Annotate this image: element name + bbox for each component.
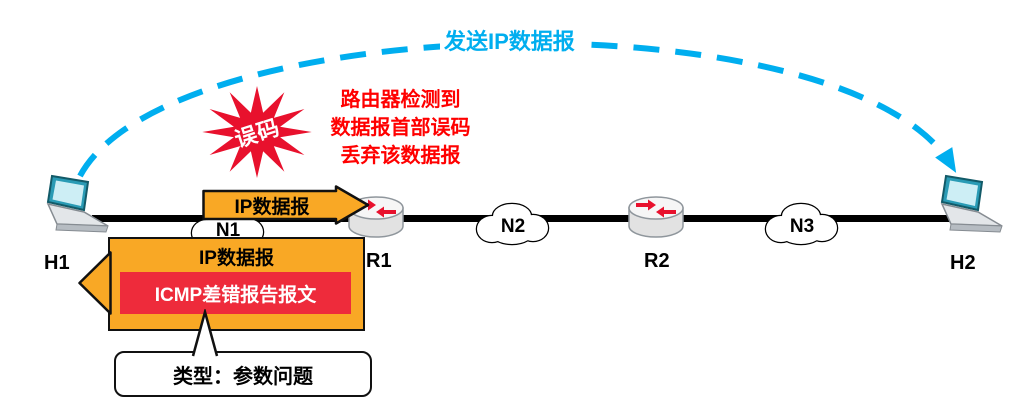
- router-icon: [628, 196, 684, 238]
- cloud-icon: [764, 202, 839, 246]
- callout-tail: [191, 309, 219, 357]
- left-arrow-icon: [78, 251, 112, 315]
- network-label-n3: N3: [789, 216, 815, 237]
- ip-datagram-arrow-box: IP数据报: [202, 185, 370, 225]
- bit-error-label: 误码: [231, 114, 284, 153]
- router-label-r2: R2: [644, 250, 670, 272]
- laptop-icon: [940, 174, 1003, 233]
- network-cloud-n3: N3: [764, 202, 840, 248]
- host-h2: [934, 172, 1008, 240]
- icmp-type-callout: 类型：参数问题: [114, 351, 372, 397]
- error-note-line3: 丢弃该数据报: [340, 145, 461, 167]
- host-label-h2: H2: [950, 252, 976, 274]
- network-cloud-n2: N2: [475, 202, 551, 248]
- right-arrow-shape: [202, 185, 370, 225]
- ip-datagram-label: IP数据报: [234, 196, 310, 218]
- router-label-r1: R1: [366, 250, 392, 272]
- router-r2: [627, 193, 685, 241]
- network-label-n1: N1: [215, 220, 241, 241]
- host-label-h1: H1: [44, 252, 70, 274]
- error-note-line2: 数据报首部误码: [330, 117, 471, 139]
- send-datagram-label: 发送IP数据报: [440, 24, 579, 56]
- network-label-n2: N2: [500, 216, 526, 237]
- laptop-icon: [46, 174, 109, 233]
- router-error-note: 路由器检测到 数据报首部误码 丢弃该数据报: [293, 86, 508, 170]
- icmp-error-message: ICMP差错报告报文: [120, 272, 351, 314]
- host-h1: [40, 172, 114, 240]
- icmp-type-label: 类型：参数问题: [173, 365, 313, 388]
- error-note-line1: 路由器检测到: [340, 89, 461, 111]
- icmp-datagram-box: IP数据报 ICMP差错报告报文: [108, 237, 365, 331]
- icmp-datagram-outer-label: IP数据报: [199, 248, 274, 269]
- cloud-icon: [475, 202, 550, 246]
